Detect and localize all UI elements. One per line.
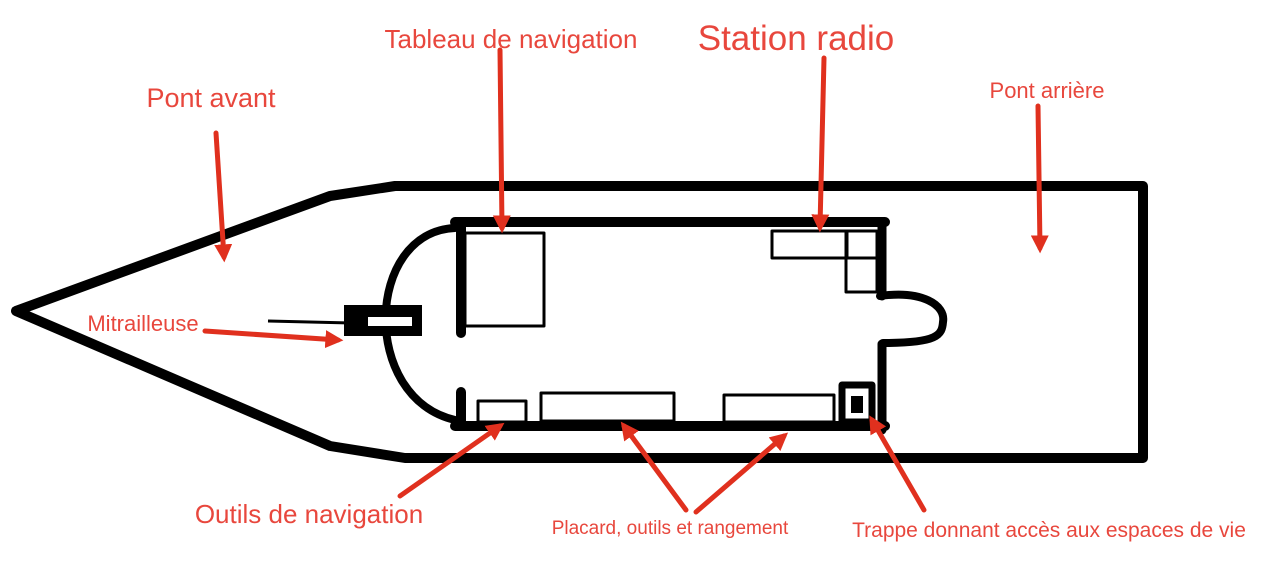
arrow-trappe <box>869 415 927 513</box>
label-outils-navigation: Outils de navigation <box>195 499 423 529</box>
hatch-fill <box>851 396 863 413</box>
labels: Tableau de navigation Station radio Pont… <box>87 19 1246 542</box>
hull-outline <box>11 181 1148 463</box>
arrow-placard-right <box>693 432 789 515</box>
navigation-tools-box <box>476 399 528 424</box>
arrow-pont-arriere <box>1030 103 1049 254</box>
arrow-outils-navigation <box>397 422 505 499</box>
arrow-tableau-navigation <box>492 47 511 234</box>
hatch-frame <box>838 381 876 426</box>
machine-gun <box>267 305 422 336</box>
arrow-mitrailleuse <box>202 328 344 349</box>
label-trappe: Trappe donnant accès aux espaces de vie <box>852 519 1246 542</box>
machine-gun-slot <box>368 317 412 326</box>
cabin-rear-bump <box>876 290 948 347</box>
navigation-table <box>463 231 546 328</box>
radio-cabinet-lower <box>844 256 879 294</box>
boat-outline <box>11 181 1148 463</box>
label-mitrailleuse: Mitrailleuse <box>87 311 198 336</box>
arrow-pont-avant <box>213 130 233 263</box>
radio-cabinet-upper <box>844 229 879 260</box>
cupboard-left <box>539 391 676 423</box>
radio-desk <box>770 229 849 260</box>
label-pont-arriere: Pont arrière <box>990 78 1105 103</box>
arrow-placard-left <box>620 421 689 513</box>
label-tableau-navigation: Tableau de navigation <box>385 24 638 54</box>
label-placard: Placard, outils et rangement <box>552 518 789 539</box>
arrow-station-radio <box>811 55 830 233</box>
label-pont-avant: Pont avant <box>146 83 276 113</box>
label-station-radio: Station radio <box>698 19 895 58</box>
cupboard-right <box>722 393 836 424</box>
arrows <box>202 47 1049 515</box>
